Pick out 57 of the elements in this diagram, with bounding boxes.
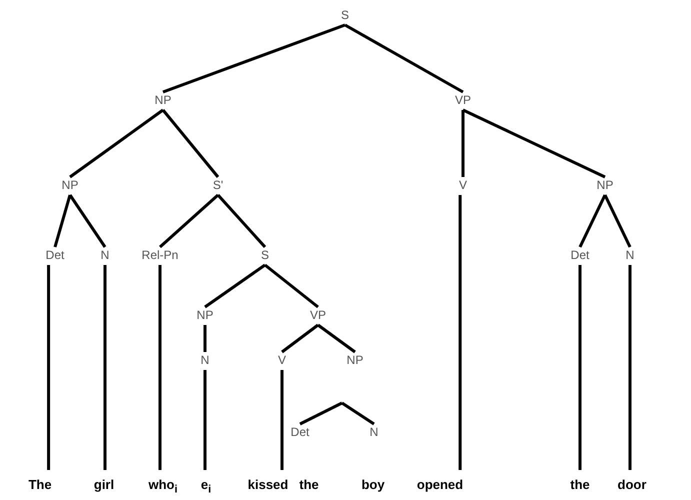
category-label: S': [212, 178, 224, 192]
tree-branch: [578, 194, 606, 248]
word-label: e$_{i}$: [200, 478, 212, 497]
category-label: NP: [62, 178, 78, 192]
category-label: S: [261, 248, 269, 262]
tree-branch: [604, 194, 632, 248]
tree-branch: [317, 324, 356, 354]
tree-branch: [47, 265, 50, 470]
category-label: NP: [196, 308, 214, 322]
category-label: N: [100, 248, 110, 262]
tree-branch: [458, 195, 462, 470]
tree-branch: [104, 265, 106, 470]
category-label: NP: [346, 353, 364, 367]
word-label: opened: [416, 478, 464, 492]
word-label: the: [570, 478, 590, 492]
tree-branch: [54, 194, 72, 248]
category-label: NP: [154, 93, 172, 107]
tree-branch: [344, 24, 464, 94]
word-label: door: [618, 478, 646, 492]
tree-branch: [462, 108, 606, 178]
category-label: NP: [596, 178, 614, 192]
word-label: girl: [94, 478, 114, 492]
category-label: VP: [310, 308, 326, 322]
category-label: V: [459, 178, 467, 192]
category-label: N: [626, 248, 634, 262]
word-label: the: [299, 478, 319, 492]
category-label: Det: [46, 248, 64, 262]
tree-branch: [204, 325, 206, 352]
tree-branch: [216, 194, 266, 248]
tree-branch: [280, 370, 284, 470]
tree-branch: [204, 370, 206, 470]
word-label: boy: [361, 478, 385, 492]
category-label: Det: [290, 425, 310, 439]
category-label: N: [370, 425, 378, 439]
tree-branch: [159, 194, 219, 248]
category-label: Det: [570, 248, 590, 262]
category-label: Rel-Pn: [142, 248, 178, 262]
word-label: The: [28, 478, 52, 492]
tree-branch: [628, 265, 632, 470]
tree-branch: [341, 402, 375, 426]
category-label: N: [200, 353, 210, 367]
category-label: VP: [455, 93, 471, 107]
word-label: kissed: [248, 478, 288, 492]
tree-branch: [462, 110, 464, 177]
tree-branch: [264, 264, 319, 308]
tree-branch: [578, 265, 582, 470]
word-label: who$_{i}$: [148, 478, 178, 497]
tree-branch: [204, 264, 266, 308]
tree-branch: [281, 324, 319, 354]
category-label: V: [278, 353, 286, 367]
tree-branch: [69, 108, 164, 178]
tree-branch: [162, 109, 220, 178]
tree-branch: [299, 402, 343, 426]
category-label: S: [341, 8, 349, 22]
tree-branch: [162, 24, 346, 94]
tree-branch: [68, 194, 106, 248]
tree-branch: [158, 265, 162, 470]
